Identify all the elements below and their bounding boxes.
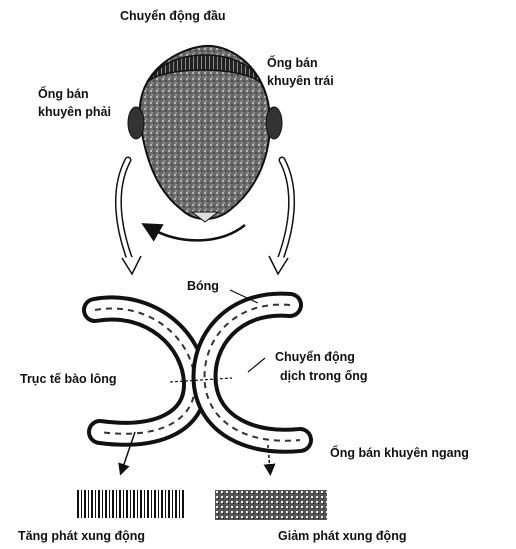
left-canal-label-line2: khuyên trái (267, 73, 334, 90)
horizontal-canal-label: Ống bán khuyên ngang (330, 445, 469, 462)
right-canal-label-line2: khuyên phải (38, 104, 111, 121)
right-ear (266, 107, 282, 139)
increased-firing-pattern (75, 490, 185, 518)
fluid-pointer (248, 358, 265, 372)
decreased-firing-label: Giảm phát xung động (278, 528, 406, 545)
ampulla-label: Bóng (187, 278, 219, 295)
left-ear (128, 107, 144, 139)
hair-cell-axis-label: Trục tế bào lông (20, 371, 117, 388)
fluid-movement-label-line2: dịch trong ống (280, 368, 367, 385)
curved-double-arrow-icon (150, 225, 245, 240)
decreased-firing-pattern (215, 490, 327, 520)
right-canal-label-line1: Ống bán (38, 86, 89, 103)
fluid-movement-label-line1: Chuyển động (275, 349, 355, 366)
head-movement-label: Chuyển động đầu (120, 8, 226, 25)
left-canal-label-line1: Ống bán (267, 55, 318, 72)
head-illustration (118, 46, 291, 274)
increased-firing-label: Tăng phát xung động (18, 528, 145, 545)
